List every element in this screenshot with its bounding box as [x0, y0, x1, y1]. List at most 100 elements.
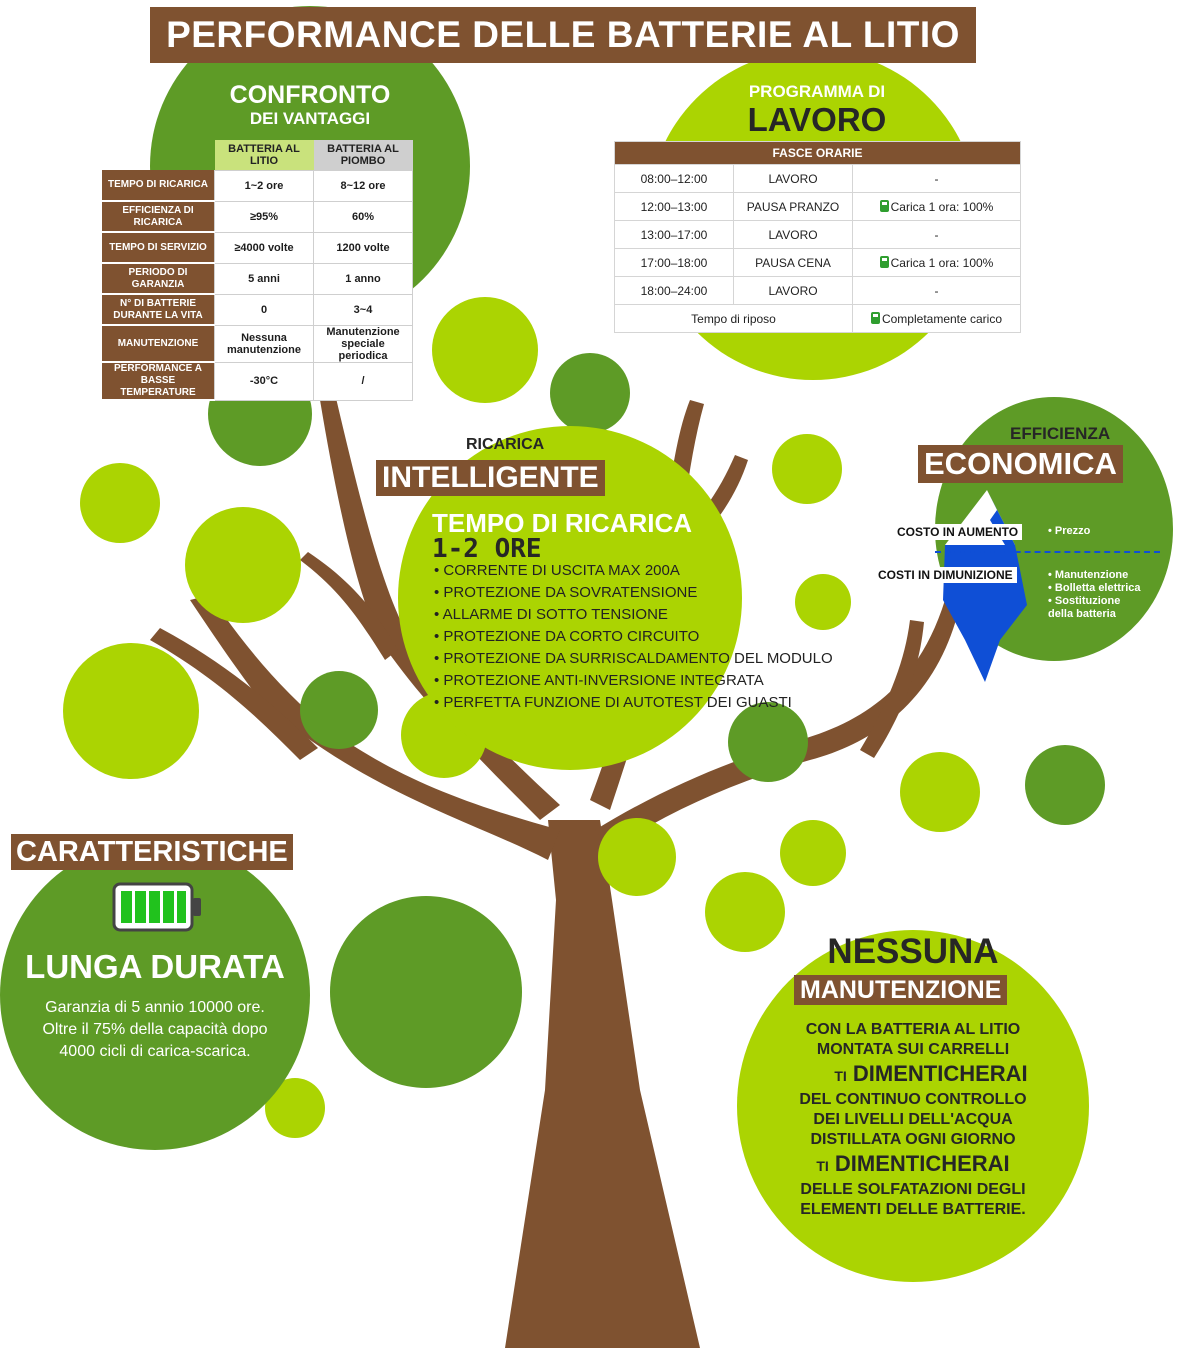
- table-row-label: N° DI BATTERIE DURANTE LA VITA: [102, 294, 215, 326]
- table-cell: -: [852, 276, 1021, 305]
- table-cell: ≥95%: [214, 200, 314, 233]
- table-cell: 12:00–13:00: [614, 192, 734, 221]
- water-line: [935, 551, 1160, 553]
- table-cell: -: [852, 220, 1021, 249]
- list-item: PERFETTA FUNZIONE DI AUTOTEST DEI GUASTI: [434, 692, 833, 714]
- table-cell: PAUSA PRANZO: [733, 192, 853, 221]
- table-cell: 0: [214, 293, 314, 326]
- decor-circle: [1025, 745, 1105, 825]
- iceberg-icon: [943, 490, 1027, 682]
- list-item: • Sostituzione della batteria: [1048, 595, 1121, 620]
- maintenance-text: CON LA BATTERIA AL LITIO MONTATA SUI CAR…: [737, 1020, 1089, 1220]
- smart-charge-label: INTELLIGENTE: [376, 460, 605, 496]
- decor-circle: [705, 872, 785, 952]
- table-cell: 1 anno: [313, 262, 413, 295]
- list-item: PROTEZIONE DA SURRISCALDAMENTO DEL MODUL…: [434, 648, 832, 670]
- table-cell: 5 anni: [214, 262, 314, 295]
- list-item: PROTEZIONE DA CORTO CIRCUITO: [434, 626, 833, 648]
- list-item: • Prezzo: [1048, 525, 1091, 537]
- schedule-table-title: FASCE ORARIE: [614, 141, 1021, 165]
- features-text-line3: 4000 cicli di carica-scarica.: [59, 1043, 251, 1060]
- table-row-label: PERFORMANCE A BASSE TEMPERATURE: [102, 362, 215, 401]
- list-item: ALLARME DI SOTTO TENSIONE: [434, 604, 833, 626]
- decor-circle: [300, 671, 378, 749]
- charge-text: Carica 1 ora: 100%: [890, 255, 994, 270]
- decor-circle: [900, 752, 980, 832]
- list-item: PROTEZIONE DA SOVRATENSIONE: [434, 582, 833, 604]
- decor-circle: [550, 353, 630, 433]
- smart-charge-time-line1: TEMPO DI RICARICA: [432, 508, 692, 538]
- table-cell: Nessuna manutenzione: [214, 324, 314, 363]
- decor-circle: [80, 463, 160, 543]
- schedule-heading-line1: PROGRAMMA DI: [748, 82, 886, 101]
- col-header-piombo: BATTERIA AL PIOMBO: [313, 140, 413, 170]
- decor-circle: [598, 818, 676, 896]
- list-item: • Manutenzione: [1048, 569, 1129, 581]
- table-cell: Carica 1 ora: 100%: [852, 248, 1021, 277]
- maintenance-line: TI DIMENTICHERAI: [737, 1150, 1089, 1180]
- table-cell: 13:00–17:00: [614, 220, 734, 249]
- list-item: • Bolletta elettrica: [1048, 582, 1141, 594]
- table-cell: Carica 1 ora: 100%: [852, 192, 1021, 221]
- table-cell: 60%: [313, 200, 413, 233]
- decor-circle: [185, 507, 301, 623]
- table-cell: 3~4: [313, 293, 413, 326]
- economic-kicker: EFFICIENZA: [1010, 424, 1111, 443]
- features-text: Garanzia di 5 annio 10000 ore. Oltre il …: [0, 997, 310, 1063]
- comparison-heading: CONFRONTO DEI VANTAGGI: [190, 82, 430, 129]
- table-cell: LAVORO: [733, 220, 853, 249]
- charger-icon: [870, 311, 880, 324]
- table-corner: [102, 140, 215, 170]
- smart-charge-time-line2: 1-2 ORE: [432, 534, 542, 564]
- table-cell: 18:00–24:00: [614, 276, 734, 305]
- list-item-text: Prezzo: [1054, 525, 1091, 537]
- page-title: PERFORMANCE DELLE BATTERIE AL LITIO: [150, 7, 976, 63]
- charge-text: Carica 1 ora: 100%: [890, 199, 994, 214]
- maintenance-word: TI: [834, 1068, 847, 1084]
- table-cell: 1200 volte: [313, 231, 413, 264]
- table-cell: PAUSA CENA: [733, 248, 853, 277]
- table-cell: LAVORO: [733, 164, 853, 193]
- features-text-line2: Oltre il 75% della capacità dopo: [42, 1021, 268, 1038]
- features-text-line1: Garanzia di 5 annio 10000 ore.: [45, 999, 265, 1016]
- comparison-table: BATTERIA AL LITIO BATTERIA AL PIOMBO TEM…: [102, 140, 413, 401]
- rising-list: • Prezzo: [1048, 525, 1090, 538]
- decor-circle: [432, 297, 538, 403]
- maintenance-line: TI DIMENTICHERAI: [737, 1060, 1089, 1090]
- maintenance-line: ELEMENTI DELLE BATTERIE.: [800, 1201, 1026, 1218]
- table-cell: 1~2 ore: [214, 169, 314, 202]
- rest-label: Tempo di riposo: [614, 304, 853, 333]
- table-row-label: TEMPO DI RICARICA: [102, 170, 215, 202]
- decor-circle: [728, 702, 808, 782]
- decor-circle: [772, 434, 842, 504]
- table-cell: 17:00–18:00: [614, 248, 734, 277]
- maintenance-label: MANUTENZIONE: [794, 975, 1008, 1005]
- battery-icon: [112, 882, 201, 932]
- list-item-text: Bolletta elettrica: [1054, 582, 1141, 594]
- list-item: CORRENTE DI USCITA MAX 200A: [434, 560, 833, 582]
- maintenance-line: CON LA BATTERIA AL LITIO: [805, 1021, 1021, 1038]
- smart-charge-kicker: RICARICA: [466, 436, 545, 453]
- maintenance-line: DISTILLATA OGNI GIORNO: [810, 1131, 1016, 1148]
- table-cell: ≥4000 volte: [214, 231, 314, 264]
- table-row-label: PERIODO DI GARANZIA: [102, 263, 215, 295]
- schedule-heading-line2: LAVORO: [747, 101, 887, 138]
- decor-circle: [63, 643, 199, 779]
- table-cell: 08:00–12:00: [614, 164, 734, 193]
- charger-icon: [879, 199, 889, 212]
- schedule-heading: PROGRAMMA DI LAVORO: [700, 82, 934, 138]
- table-row-label: TEMPO DI SERVIZIO: [102, 232, 215, 264]
- charger-icon: [879, 255, 889, 268]
- smart-charge-bullets: CORRENTE DI USCITA MAX 200A PROTEZIONE D…: [434, 560, 833, 714]
- features-headline: LUNGA DURATA: [25, 948, 285, 985]
- list-item-text: Sostituzione della batteria: [1048, 595, 1121, 620]
- rising-cost-label: COSTO IN AUMENTO: [893, 524, 1023, 540]
- features-label: CARATTERISTICHE: [11, 834, 293, 870]
- maintenance-word: DIMENTICHERAI: [834, 1151, 1010, 1176]
- col-header-litio: BATTERIA AL LITIO: [214, 140, 314, 170]
- rest-value: Completamente carico: [881, 311, 1003, 326]
- list-item: PROTEZIONE ANTI-INVERSIONE INTEGRATA: [434, 670, 833, 692]
- falling-cost-label: COSTI IN DIMUNIZIONE: [874, 567, 1017, 583]
- table-cell: -30°C: [214, 361, 314, 401]
